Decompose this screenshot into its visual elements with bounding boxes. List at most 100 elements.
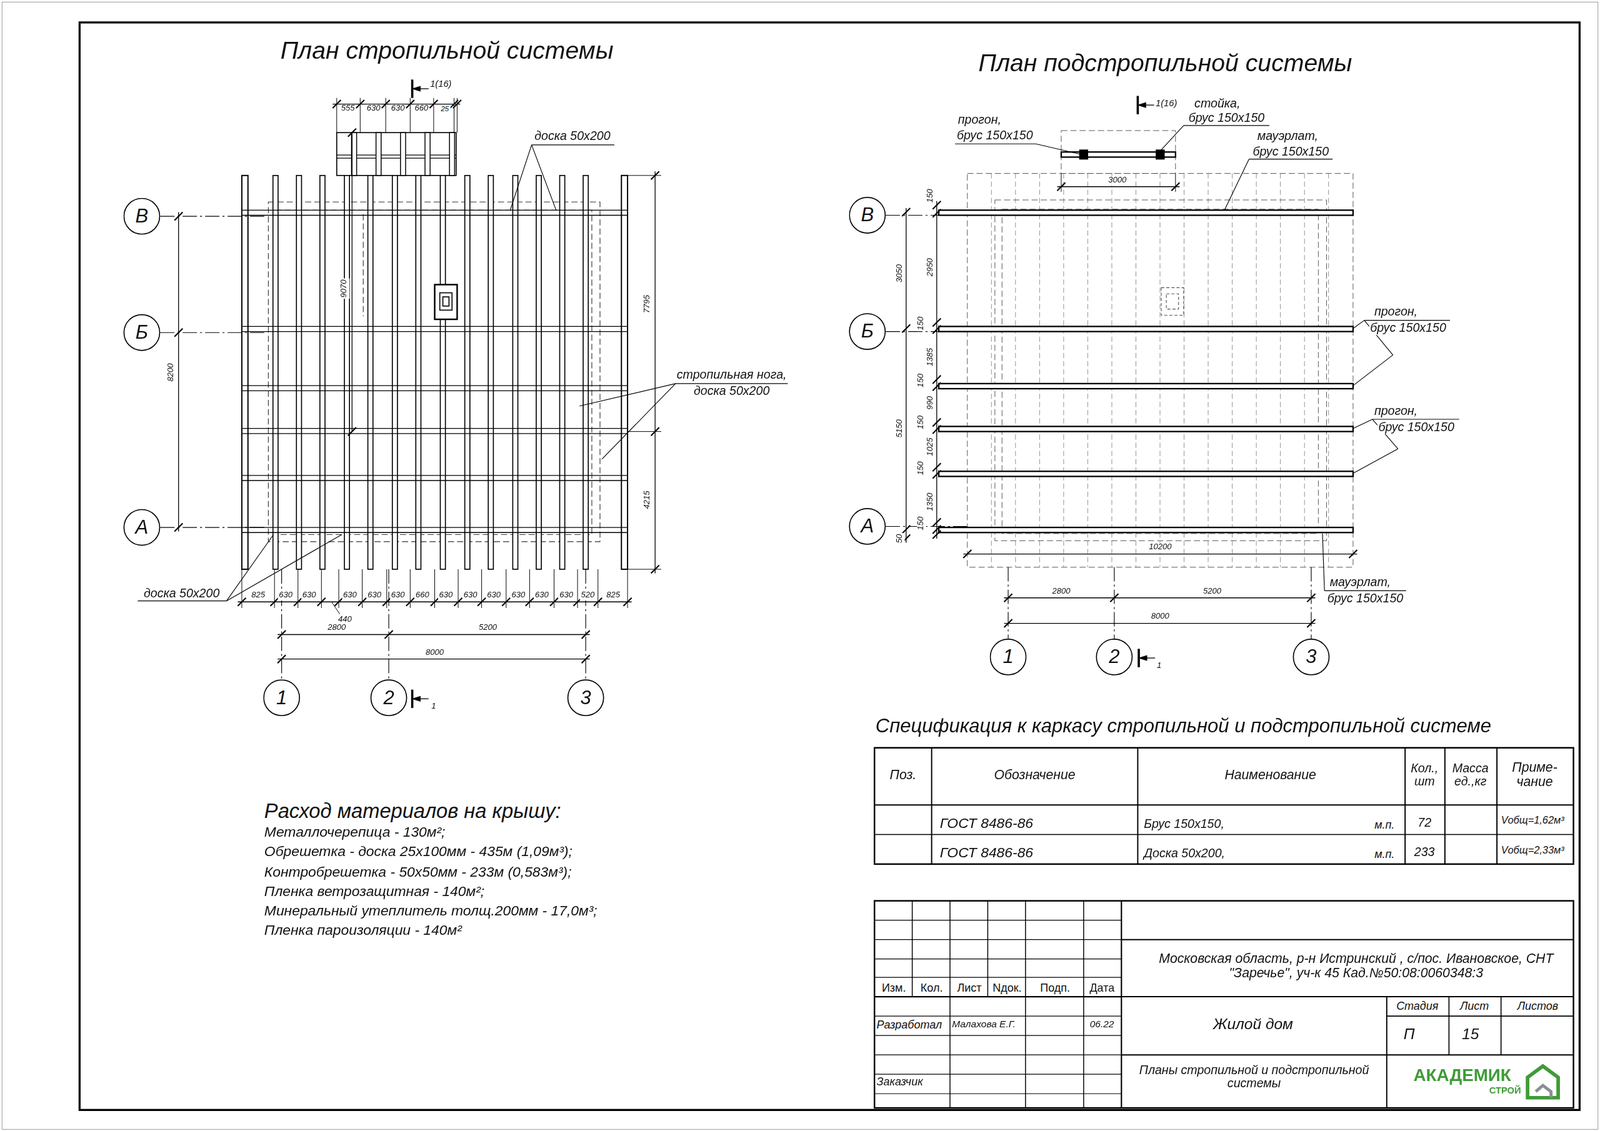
note-text: Доска 50х200, (1143, 847, 1227, 862)
axis-bubble: А (848, 508, 886, 545)
drawing-line (277, 634, 590, 635)
dimension-value: 520 (580, 591, 596, 600)
table-line (1496, 748, 1498, 865)
rafter (415, 175, 421, 570)
dimension-tick (932, 463, 941, 472)
note-text: Кол., шт (1405, 761, 1444, 789)
note-text: Изм. (880, 981, 907, 995)
leader-line (1372, 418, 1460, 420)
dimension-value: 630 (558, 591, 575, 600)
rafter-dashed (1231, 173, 1233, 568)
tie-board (241, 331, 628, 332)
rafter (512, 175, 518, 570)
dimension-value: 2950 (926, 257, 935, 278)
note-text: Расход материалов на крышу: (263, 800, 562, 823)
table-line (1444, 748, 1446, 865)
dimension-value: 3000 (1107, 176, 1128, 185)
axis-line (885, 526, 968, 527)
rafter (392, 175, 398, 570)
table-line (1120, 901, 1122, 1109)
note-text: Vобщ=2,33м³ (1500, 844, 1565, 856)
tie-board (241, 385, 628, 386)
spec-table (874, 748, 1574, 865)
dimension-tick (453, 100, 462, 109)
axis-bubble: 1 (263, 679, 300, 717)
note-text: Кол. (919, 981, 944, 995)
axis-bubble: Б (848, 313, 886, 350)
dimension-tick (932, 425, 941, 434)
dimension-value: 50 (895, 533, 905, 545)
leader-line (1248, 158, 1333, 160)
wall-outline (995, 200, 1327, 541)
dimension-tick (381, 100, 390, 109)
table-line (874, 920, 1122, 921)
drawing-line (1004, 597, 1316, 599)
dimension-value: 1025 (926, 436, 935, 457)
axis-line (160, 216, 267, 217)
tie-board (241, 526, 628, 528)
dimension-tick (1004, 593, 1013, 602)
drawing-line (1056, 186, 1180, 187)
dimension-value: 825 (250, 591, 267, 600)
dimension-tick (932, 518, 941, 527)
post (1156, 150, 1165, 160)
dimension-tick (932, 418, 941, 427)
table-line (1448, 996, 1450, 1055)
leader-line (601, 383, 676, 460)
dimension-value: 630 (301, 591, 317, 600)
drawing-line (1175, 173, 1176, 192)
section-arrow (1137, 102, 1146, 108)
note-text: Металлочерепица - 130м²; (263, 825, 447, 841)
axis-bubble: 1 (990, 638, 1027, 676)
leader-line (1183, 125, 1270, 126)
dimension-tick (932, 325, 941, 334)
table-line (1136, 748, 1139, 865)
section-arrow (412, 696, 421, 702)
note-text: доска 50х200 (142, 586, 221, 601)
axis-bubble: В (848, 196, 886, 234)
note-text: Заказчик (875, 1075, 924, 1089)
dimension-tick (1306, 593, 1315, 602)
table-line (874, 958, 1122, 960)
table-line (987, 901, 989, 997)
rafter (273, 175, 279, 570)
rafter (488, 175, 494, 570)
table-line (1386, 1015, 1574, 1017)
title-block (874, 901, 1574, 1109)
dimension-tick (525, 598, 534, 607)
dimension-tick (623, 598, 632, 607)
rafter-dashed (1256, 173, 1257, 568)
note-text: Наименование (1223, 768, 1318, 783)
axis-bubble: 2 (370, 679, 408, 717)
dimension-value: 7795 (643, 293, 653, 314)
note-text: Стадия (1395, 1000, 1440, 1013)
table-line (874, 996, 1122, 998)
dimension-tick (277, 630, 286, 639)
dimension-value: 06.22 (1088, 1019, 1115, 1030)
axis-label: В (135, 205, 149, 228)
dimension-tick (1306, 619, 1315, 628)
table-line (1083, 901, 1084, 1109)
tie-board (241, 480, 628, 481)
dimension-tick (1004, 619, 1013, 628)
note-text: Московская область, р-н Истринский , с/п… (1140, 951, 1572, 982)
dimension-value: 150 (916, 372, 926, 389)
table-line (931, 748, 933, 865)
dimension-value: 630 (533, 591, 550, 600)
dimension-tick (1348, 550, 1357, 559)
note-text: Спецификация к каркасу стропильной и под… (874, 715, 1492, 737)
axis-bubble: А (123, 509, 161, 547)
dimension-value: 630 (278, 591, 294, 600)
leader-line (137, 600, 227, 602)
leader-line (1364, 320, 1450, 321)
dimension-value: 630 (390, 591, 406, 600)
dimension-value: 150 (916, 315, 926, 332)
axis-label: Б (861, 320, 874, 344)
rafter-dashed (1015, 173, 1016, 568)
rafter-dashed (991, 173, 992, 568)
dimension-tick (356, 100, 365, 109)
gable-outline (336, 132, 457, 176)
dimension-value: 1 (1155, 661, 1163, 671)
dimension-tick (385, 630, 394, 639)
note-text: План стропильной системы (279, 37, 615, 65)
